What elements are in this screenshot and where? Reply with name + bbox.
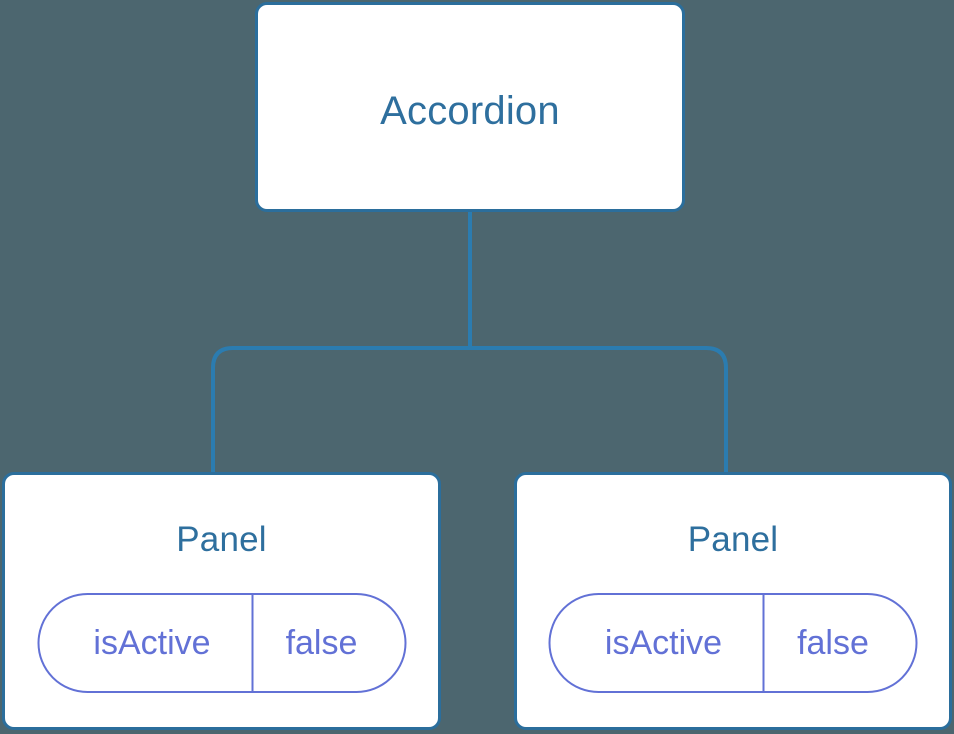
- state-value-label: false: [797, 623, 869, 662]
- state-key-label: isActive: [551, 595, 765, 691]
- edge-to-panel-1: [211, 346, 470, 474]
- node-accordion-label: Accordion: [380, 89, 560, 133]
- node-accordion[interactable]: Accordion: [255, 2, 685, 212]
- node-panel-1[interactable]: Panel isActive false: [2, 472, 441, 730]
- state-value-label: false: [285, 623, 358, 662]
- state-pill-panel-1[interactable]: isActive false: [37, 593, 406, 693]
- node-panel-1-label: Panel: [176, 520, 267, 559]
- edge-to-panel-2: [470, 346, 728, 474]
- node-panel-2[interactable]: Panel isActive false: [514, 472, 952, 730]
- state-pill-panel-2[interactable]: isActive false: [548, 593, 918, 693]
- node-panel-2-label: Panel: [687, 520, 779, 559]
- state-key-label: isActive: [39, 595, 253, 691]
